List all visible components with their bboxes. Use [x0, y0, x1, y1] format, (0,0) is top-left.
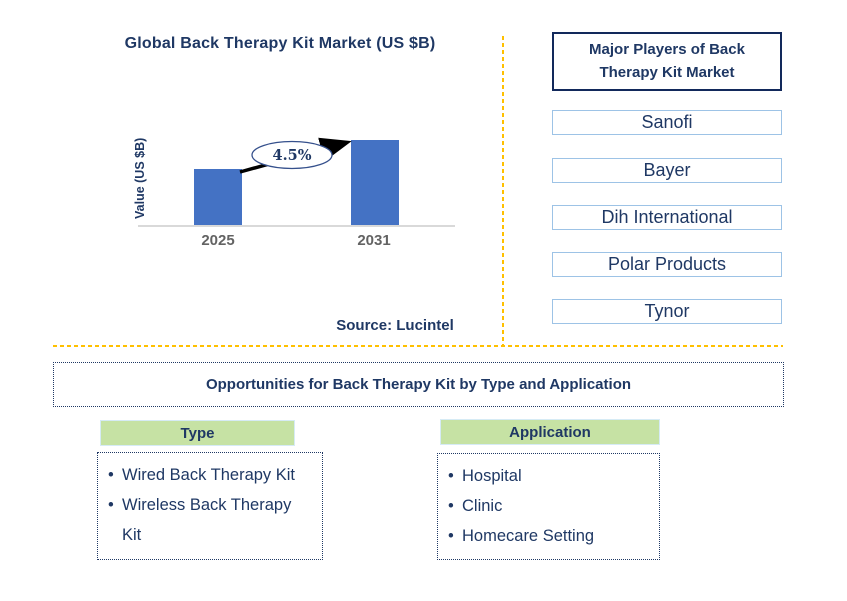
list-item: Wireless Back Therapy Kit [108, 490, 314, 550]
x-tick-2025: 2025 [201, 232, 235, 249]
type-list: Wired Back Therapy Kit Wireless Back The… [97, 452, 323, 560]
column-header-application: Application [440, 419, 660, 445]
application-list: Hospital Clinic Homecare Setting [437, 453, 660, 560]
list-item: Hospital [448, 461, 651, 491]
bullet-icon [108, 490, 122, 550]
x-tick-2031: 2031 [357, 232, 391, 249]
growth-label: 4.5% [272, 147, 311, 164]
x-axis-line [138, 225, 455, 227]
list-item: Homecare Setting [448, 521, 651, 551]
player-item-polar-products: Polar Products [552, 252, 782, 277]
horizontal-dashed-divider [53, 345, 783, 347]
bullet-icon [448, 491, 462, 521]
chart-title: Global Back Therapy Kit Market (US $B) [124, 35, 436, 52]
bar-2031 [351, 140, 399, 226]
growth-oval [251, 140, 333, 170]
growth-annotation: 4.5% [239, 137, 352, 174]
column-header-type: Type [100, 420, 295, 446]
bullet-icon [448, 521, 462, 551]
opportunities-title: Opportunities for Back Therapy Kit by Ty… [53, 362, 784, 407]
list-item: Clinic [448, 491, 651, 521]
players-panel-title: Major Players of Back Therapy Kit Market [552, 32, 782, 91]
player-item-bayer: Bayer [552, 158, 782, 183]
player-item-tynor: Tynor [552, 299, 782, 324]
bullet-icon [108, 460, 122, 490]
bullet-icon [448, 461, 462, 491]
list-item: Wired Back Therapy Kit [108, 460, 314, 490]
player-item-dih-international: Dih International [552, 205, 782, 230]
player-item-sanofi: Sanofi [552, 110, 782, 135]
vertical-dashed-divider [502, 36, 504, 346]
bar-2025 [194, 169, 242, 226]
chart-source: Source: Lucintel [336, 317, 454, 334]
